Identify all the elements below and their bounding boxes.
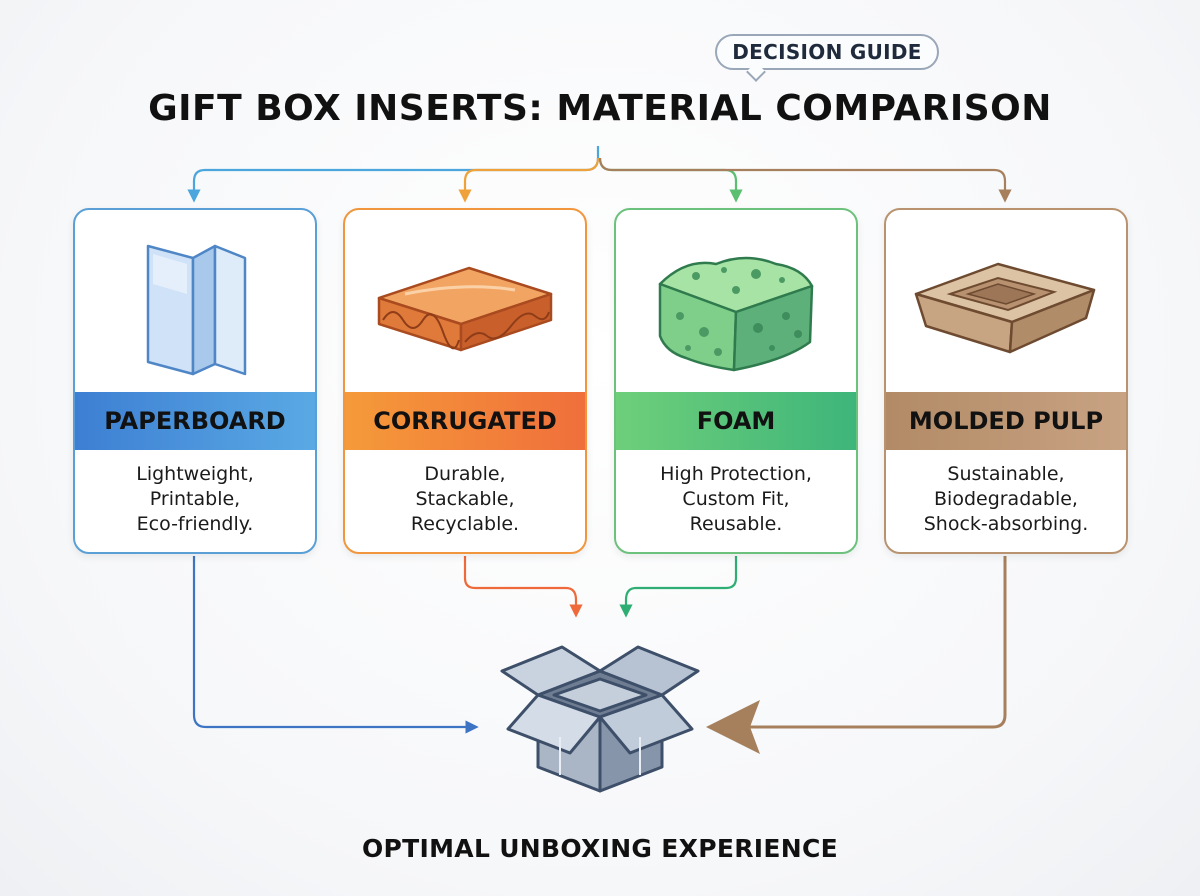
benefit-line: Stackable, [415,488,515,510]
benefit-line: Sustainable, [947,463,1065,485]
material-benefits: Sustainable, Biodegradable, Shock-absorb… [886,462,1126,537]
benefit-line: Biodegradable, [934,488,1078,510]
molded-pulp-tray-icon [914,262,1096,354]
benefit-line: High Protection, [660,463,812,485]
benefit-line: Eco-friendly. [136,513,254,535]
connector-to-paperboard [187,146,600,203]
benefit-line: Shock-absorbing. [923,513,1089,535]
page-title: GIFT BOX INSERTS: MATERIAL COMPARISON [148,88,1052,129]
material-card-molded-pulp: MOLDED PULP Sustainable, Biodegradable, … [884,208,1128,554]
connector-corrugated-to-box [463,556,583,618]
connector-to-corrugated [458,157,600,203]
decision-guide-badge: DECISION GUIDE [715,34,939,82]
benefit-line: Reusable. [689,513,783,535]
open-box-icon [500,645,700,793]
decision-guide-label: DECISION GUIDE [732,40,922,64]
material-card-corrugated: CORRUGATED Durable, Stackable, Recyclabl… [343,208,587,554]
large-arrowhead-pulp [706,700,760,754]
material-card-paperboard: PAPERBOARD Lightweight, Printable, Eco-f… [73,208,317,554]
material-benefits: Lightweight, Printable, Eco-friendly. [75,462,315,537]
connector-pulp-to-box [750,556,1007,729]
folded-paperboard-icon [146,244,247,376]
connector-to-molded-pulp [598,157,1012,203]
material-benefits: High Protection, Custom Fit, Reusable. [616,462,856,537]
benefit-line: Recyclable. [410,513,520,535]
material-name: MOLDED PULP [886,392,1126,450]
benefit-line: Lightweight, [136,463,254,485]
foam-block-icon [658,256,814,372]
material-name: CORRUGATED [345,392,585,450]
corrugated-sheet-icon [377,266,553,352]
material-card-foam: FOAM High Protection, Custom Fit, Reusab… [614,208,858,554]
benefit-line: Durable, [424,463,506,485]
material-name: FOAM [616,392,856,450]
result-label: OPTIMAL UNBOXING EXPERIENCE [362,834,838,863]
connector-foam-to-box [619,556,738,618]
benefit-line: Printable, [149,488,241,510]
material-benefits: Durable, Stackable, Recyclable. [345,462,585,537]
benefit-line: Custom Fit, [682,488,790,510]
material-name: PAPERBOARD [75,392,315,450]
connector-paperboard-to-box [192,556,479,734]
connector-to-foam [598,157,743,203]
